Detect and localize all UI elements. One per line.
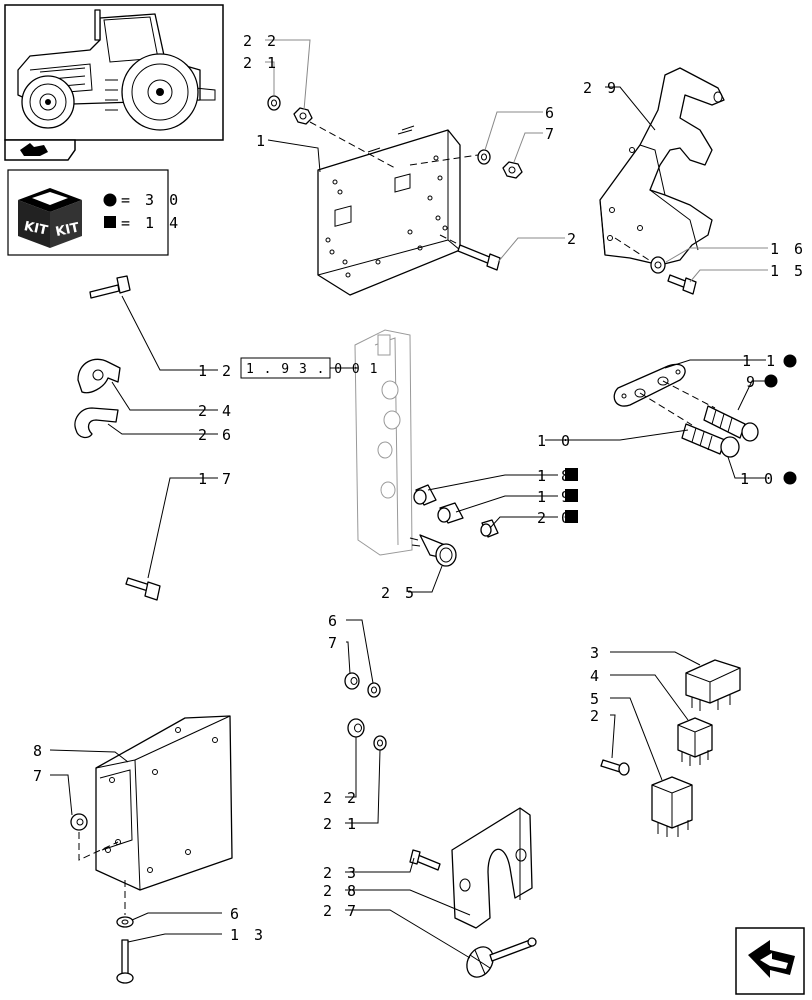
- callout-5: 5: [590, 690, 602, 708]
- part-clamp-24[interactable]: [77, 358, 121, 394]
- leader-lines: [49, 39, 768, 959]
- callout-labels: 2 2 2 1 1 6 7 2 2 9 1 6 1 5 1 2 2 4 2 6 …: [33, 32, 806, 944]
- callout-16: 1 6: [770, 240, 806, 258]
- callout-21b: 2 1: [323, 815, 359, 833]
- part-connector-plate-11[interactable]: [613, 363, 686, 407]
- callout-26: 2 6: [198, 426, 234, 444]
- callout-21: 2 1: [243, 54, 279, 72]
- callout-10a: 1 0: [537, 432, 573, 450]
- callout-4: 4: [590, 667, 602, 685]
- part-relay-5[interactable]: [651, 776, 693, 837]
- callout-6b: 6: [328, 612, 340, 630]
- callout-9: 9: [746, 373, 758, 391]
- part-bolt-15[interactable]: [667, 274, 697, 295]
- part-bolt-23[interactable]: [409, 849, 441, 871]
- part-relay-4[interactable]: [677, 717, 713, 766]
- square-marker-icon: [565, 510, 578, 523]
- kit-markers: [565, 354, 797, 523]
- tractor-thumbnail[interactable]: [4, 4, 224, 141]
- svg-text:KIT: KIT: [23, 219, 50, 239]
- part-nut-7b[interactable]: [344, 672, 360, 690]
- callout-1: 1: [256, 132, 268, 150]
- part-pin-27[interactable]: [462, 937, 537, 982]
- part-washer-16[interactable]: [650, 256, 666, 274]
- callout-22: 2 2: [243, 32, 279, 50]
- part-washer-6c[interactable]: [116, 916, 134, 928]
- view-tab-arrow-icon[interactable]: [4, 139, 76, 161]
- part-bracket-8[interactable]: [95, 715, 233, 891]
- callout-7c: 7: [33, 767, 45, 785]
- callout-23: 2 3: [323, 864, 359, 882]
- part-nut-7c[interactable]: [70, 813, 88, 831]
- part-bolt-2a[interactable]: [457, 244, 501, 271]
- callout-10b: 1 0: [740, 470, 776, 488]
- part-washer-6a[interactable]: [477, 149, 491, 165]
- callout-3: 3: [590, 644, 602, 662]
- part-nut-7a[interactable]: [502, 161, 523, 179]
- part-socket-20[interactable]: [480, 519, 499, 538]
- next-page-arrow-icon[interactable]: [735, 927, 805, 995]
- square-marker-icon: [104, 216, 116, 228]
- part-washer-21a[interactable]: [267, 95, 281, 111]
- callout-20: 2 0: [537, 509, 573, 527]
- part-screw-2b[interactable]: [600, 759, 630, 776]
- kit-legend: KIT KIT = 3 0 = 1 4: [7, 169, 181, 256]
- circle-marker-icon: [783, 354, 797, 368]
- callout-29: 2 9: [583, 79, 619, 97]
- square-marker-icon: [565, 489, 578, 502]
- callout-11: 1 1: [742, 352, 778, 370]
- callout-24: 2 4: [198, 402, 234, 420]
- callout-22b: 2 2: [323, 789, 359, 807]
- callout-7b: 7: [328, 634, 340, 652]
- callout-19: 1 9: [537, 488, 573, 506]
- svg-text:1 . 9 3 . 0 0 1: 1 . 9 3 . 0 0 1: [246, 362, 378, 377]
- callout-15: 1 5: [770, 262, 806, 280]
- part-plug-10[interactable]: [681, 423, 740, 458]
- kit-box-icon: KIT KIT: [18, 188, 82, 248]
- square-marker-icon: [565, 468, 578, 481]
- part-plug-9[interactable]: [703, 405, 759, 442]
- callout-7: 7: [545, 125, 557, 143]
- callout-17: 1 7: [198, 470, 234, 488]
- callout-6: 6: [545, 104, 557, 122]
- callout-13: 1 3: [230, 926, 266, 944]
- callout-6c: 6: [230, 905, 242, 923]
- part-clip-26[interactable]: [74, 407, 119, 439]
- part-bolt-13[interactable]: [116, 939, 134, 984]
- callout-25: 2 5: [381, 584, 417, 602]
- circle-marker-icon: [783, 471, 797, 485]
- part-nut-22b[interactable]: [347, 718, 365, 738]
- callout-12: 1 2: [198, 362, 234, 380]
- callout-2b: 2: [590, 707, 602, 725]
- part-washer-6b[interactable]: [367, 682, 381, 698]
- part-nut-22a[interactable]: [293, 107, 313, 125]
- reference-box[interactable]: 1 . 9 3 . 0 0 1: [240, 357, 378, 379]
- kit-legend-circle-count: = 3 0: [121, 191, 181, 209]
- reference-frame-outline: [354, 329, 413, 556]
- circle-marker-icon: [764, 374, 778, 388]
- part-socket-19[interactable]: [437, 502, 464, 524]
- part-relay-3[interactable]: [685, 659, 741, 711]
- callout-27: 2 7: [323, 902, 359, 920]
- part-bolt-12[interactable]: [89, 275, 131, 299]
- part-bracket-29[interactable]: [599, 67, 725, 266]
- part-u-bracket-28[interactable]: [451, 807, 533, 929]
- circle-marker-icon: [103, 193, 117, 207]
- part-switch-25[interactable]: [409, 534, 457, 567]
- kit-legend-square-count: = 1 4: [121, 214, 181, 232]
- part-washer-21b[interactable]: [373, 735, 387, 751]
- svg-text:KIT: KIT: [54, 220, 81, 240]
- callout-2: 2: [567, 230, 579, 248]
- callout-8: 8: [33, 742, 45, 760]
- part-mounting-plate[interactable]: [317, 125, 461, 296]
- callout-18: 1 8: [537, 467, 573, 485]
- callout-28: 2 8: [323, 882, 359, 900]
- part-socket-18[interactable]: [413, 484, 437, 506]
- part-bolt-17[interactable]: [125, 577, 161, 601]
